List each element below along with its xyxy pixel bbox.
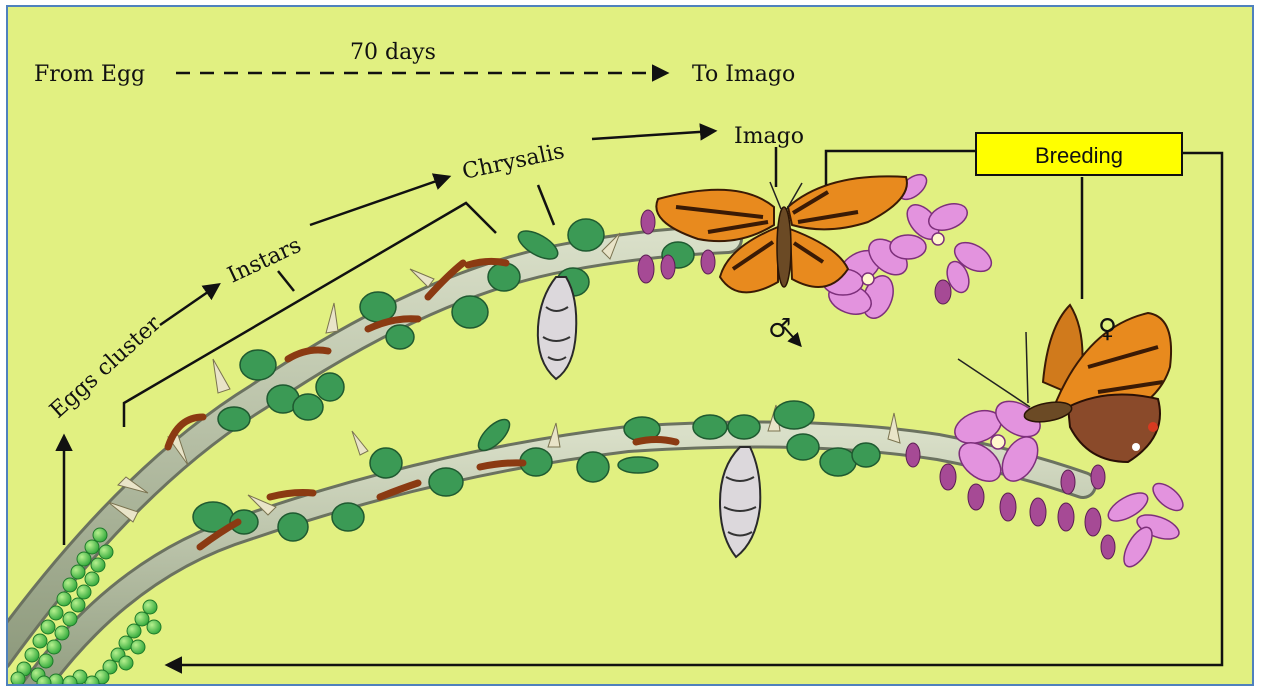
male-symbol: ♂ (768, 314, 791, 344)
timeline-start-label: From Egg (34, 62, 145, 87)
imago-label: Imago (734, 124, 804, 149)
diagram-canvas: From Egg 70 days To Imago Eggs cluster I… (8, 7, 1252, 684)
breeding-label: Breeding (1035, 143, 1123, 168)
chrysalis-label: Chrysalis (460, 139, 567, 185)
timeline-duration-label: 70 days (350, 40, 436, 65)
female-symbol: ♀ (1098, 314, 1117, 344)
eggs-cluster-label: Eggs cluster (45, 311, 166, 423)
chrysalis-upper (538, 277, 576, 379)
instars-label: Instars (224, 233, 305, 289)
chrysalis-lower (720, 447, 760, 557)
lower-stem (28, 435, 1083, 685)
life-cycle-diagram: From Egg 70 days To Imago Eggs cluster I… (6, 5, 1254, 686)
timeline-end-label: To Imago (692, 62, 795, 87)
